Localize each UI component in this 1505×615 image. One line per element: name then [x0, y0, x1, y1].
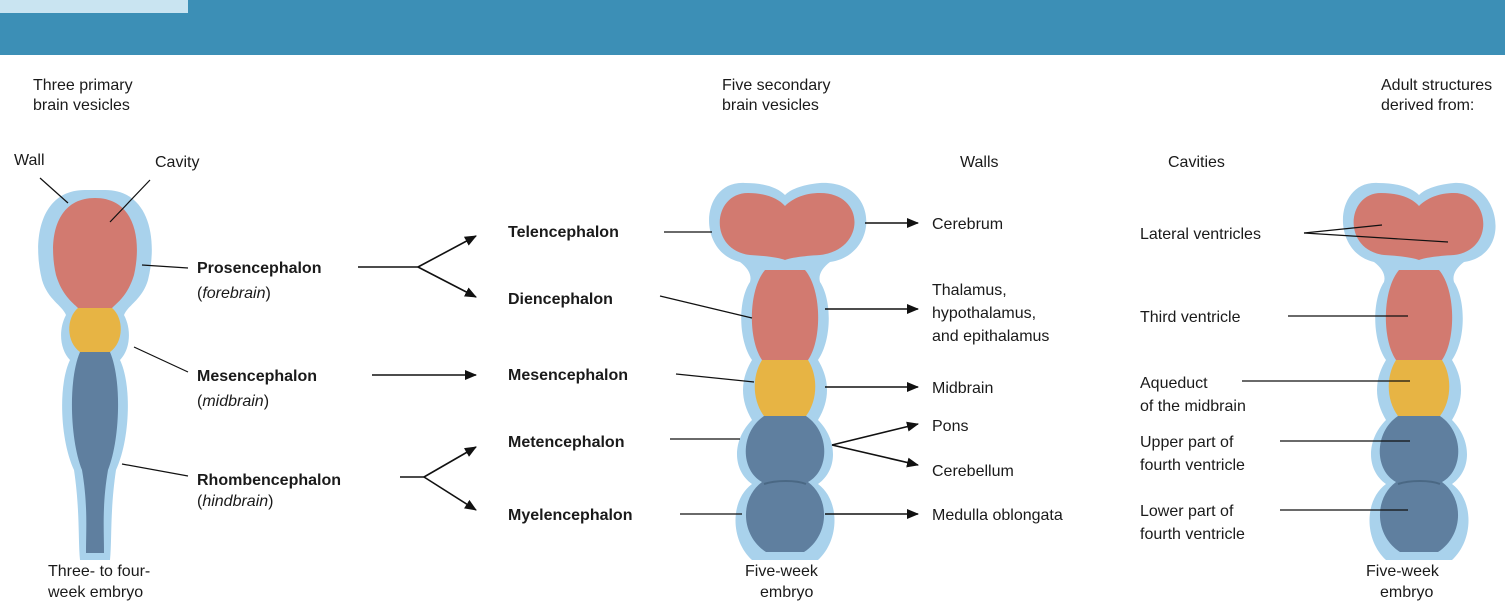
arrow-to-diencephalon	[418, 267, 476, 297]
metencephalon-vesicle	[746, 416, 825, 482]
diencephalon-pointer	[660, 296, 752, 318]
midbrain-vesicle	[69, 308, 121, 352]
adult-heading-line1: Adult structures	[1381, 77, 1492, 94]
secondary-caption-line1: Five-week	[745, 563, 819, 580]
cavity-label: Cavity	[155, 154, 199, 171]
forebrain-vesicle	[53, 198, 137, 308]
third-ventricle	[1386, 270, 1452, 360]
primary-to-secondary-arrows	[358, 236, 476, 510]
rhombencephalon-pointer	[122, 464, 188, 476]
midbrain-common-label: (midbrain)	[197, 393, 269, 410]
myelencephalon-label: Myelencephalon	[508, 507, 632, 524]
secondary-to-walls-arrows	[825, 223, 918, 514]
walls-heading: Walls	[960, 154, 999, 171]
metencephalon-label: Metencephalon	[508, 434, 624, 451]
secondary-heading-line2: brain vesicles	[722, 97, 819, 114]
secondary-heading-line1: Five secondary	[722, 77, 831, 94]
mesencephalon-label: Mesencephalon	[197, 368, 317, 385]
primary-heading-line2: brain vesicles	[33, 97, 130, 114]
hindbrain-label: (hindbrain)	[197, 493, 273, 510]
aqueduct-line1: Aqueduct	[1140, 375, 1208, 392]
cerebellum-label: Cerebellum	[932, 463, 1014, 480]
thalamus-line2: hypothalamus,	[932, 305, 1036, 322]
lower-fourth-line2: fourth ventricle	[1140, 526, 1245, 543]
diencephalon-label: Diencephalon	[508, 291, 613, 308]
secondary-mesencephalon-vesicle	[755, 360, 816, 416]
primary-heading-line1: Three primary	[33, 77, 133, 94]
prosencephalon-label: Prosencephalon	[197, 260, 321, 277]
aqueduct-line2: of the midbrain	[1140, 398, 1246, 415]
secondary-mesencephalon-label: Mesencephalon	[508, 367, 628, 384]
lateral-ventricles-label: Lateral ventricles	[1140, 226, 1261, 243]
medulla-label: Medulla oblongata	[932, 507, 1063, 524]
cerebral-aqueduct	[1389, 360, 1450, 416]
adult-caption-line2: embryo	[1380, 584, 1433, 601]
upper-fourth-ventricle	[1380, 416, 1459, 482]
arrow-to-pons	[832, 424, 918, 445]
upper-fourth-line1: Upper part of	[1140, 434, 1234, 451]
myelencephalon-vesicle	[746, 482, 824, 552]
upper-fourth-line2: fourth ventricle	[1140, 457, 1245, 474]
secondary-caption-line2: embryo	[760, 584, 813, 601]
pons-label: Pons	[932, 418, 968, 435]
thalamus-line3: and epithalamus	[932, 328, 1049, 345]
cavities-heading: Cavities	[1168, 154, 1225, 171]
telencephalon-label: Telencephalon	[508, 224, 619, 241]
adult-embryo	[1343, 183, 1496, 560]
rhombencephalon-label: Rhombencephalon	[197, 472, 341, 489]
arrow-to-metencephalon	[424, 447, 476, 477]
primary-embryo: Wall Cavity	[14, 152, 199, 560]
lower-fourth-ventricle	[1380, 482, 1458, 552]
diencephalon-vesicle	[752, 270, 818, 360]
mesencephalon-pointer	[134, 347, 188, 372]
cerebrum-label: Cerebrum	[932, 216, 1003, 233]
wall-label: Wall	[14, 152, 45, 169]
midbrain-wall-label: Midbrain	[932, 380, 993, 397]
thalamus-line1: Thalamus,	[932, 282, 1007, 299]
secondary-mesencephalon-pointer	[676, 374, 754, 382]
adult-heading-line2: derived from:	[1381, 97, 1474, 114]
adult-caption-line1: Five-week	[1366, 563, 1440, 580]
arrow-to-myelencephalon	[424, 477, 476, 510]
forebrain-label: (forebrain)	[197, 285, 271, 302]
primary-caption-line1: Three- to four-	[48, 563, 150, 580]
wall-pointer	[40, 178, 68, 203]
lower-fourth-line1: Lower part of	[1140, 503, 1234, 520]
arrow-to-telencephalon	[418, 236, 476, 267]
primary-caption-line2: week embryo	[47, 584, 143, 601]
third-ventricle-label: Third ventricle	[1140, 309, 1241, 326]
arrow-to-cerebellum	[832, 445, 918, 465]
secondary-embryo	[709, 183, 866, 560]
